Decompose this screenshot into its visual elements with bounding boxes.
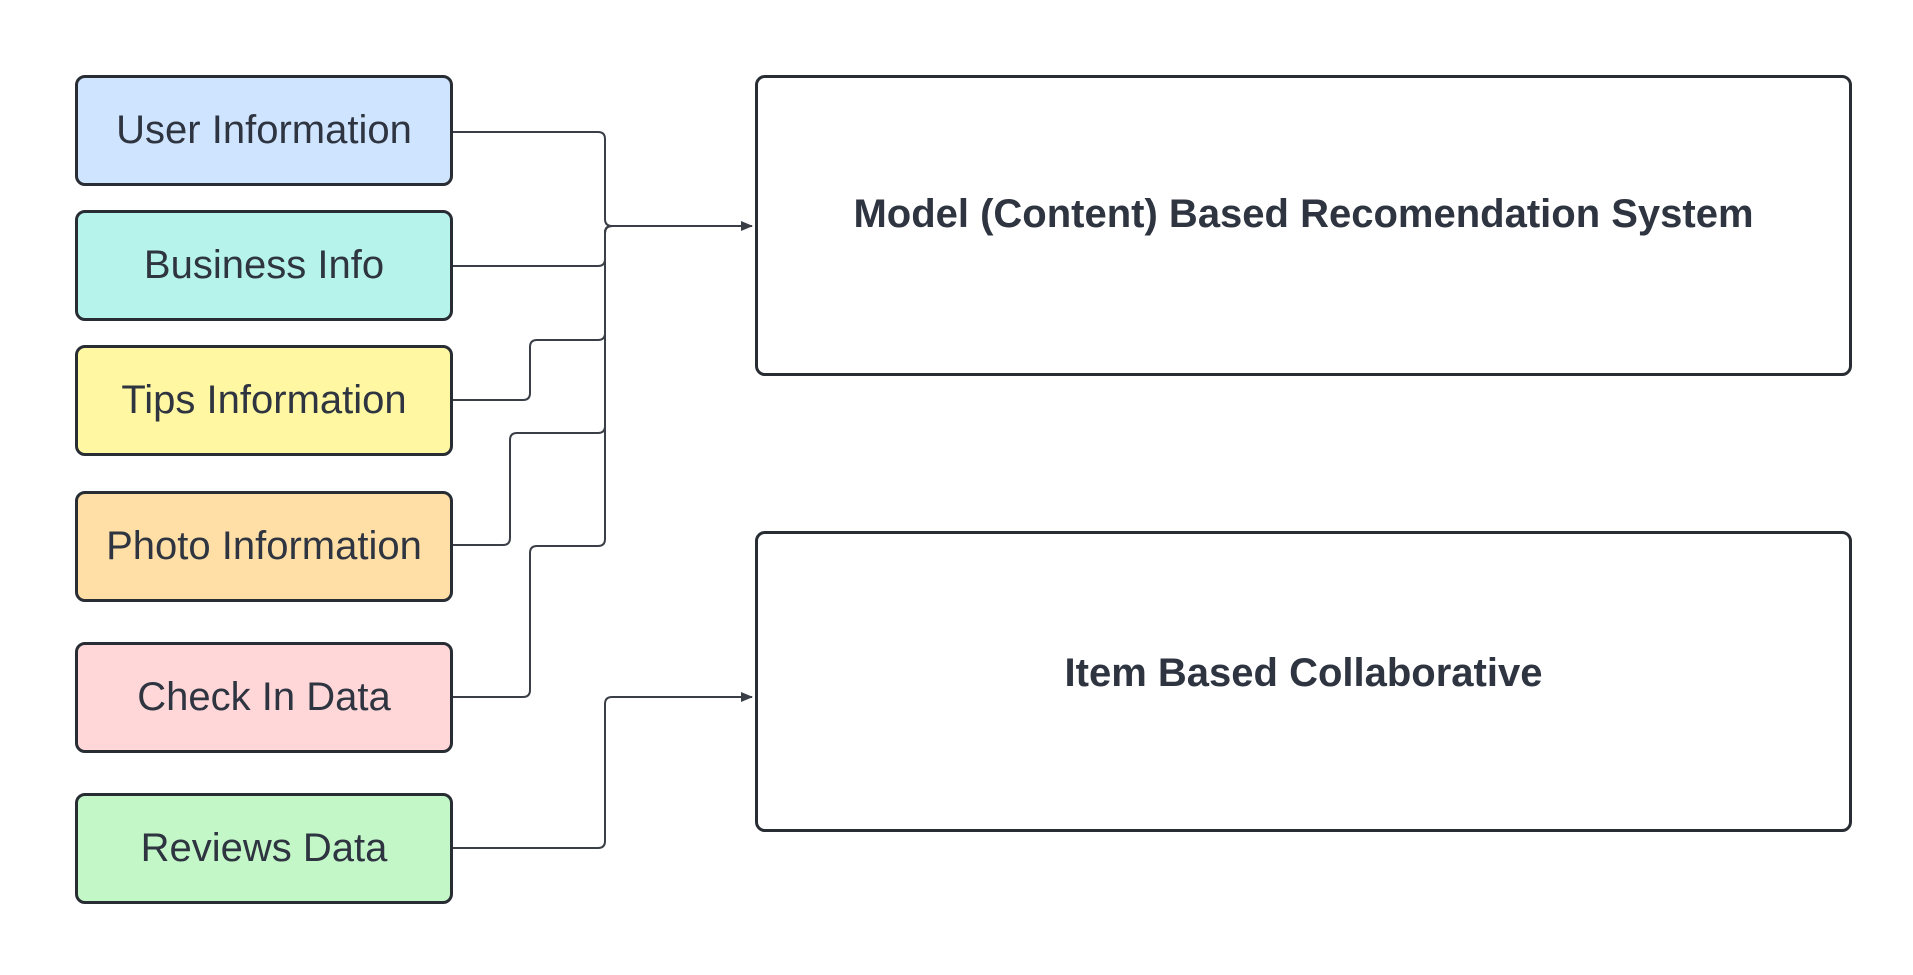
node-item-based-collaborative: Item Based Collaborative	[755, 531, 1852, 832]
node-tips-information: Tips Information	[75, 345, 453, 456]
node-label: Photo Information	[106, 524, 422, 568]
connector-reviews-to-item	[453, 692, 753, 849]
node-label: Reviews Data	[140, 826, 388, 870]
connector-checkin-to-model	[453, 225, 613, 698]
node-check-in-data: Check In Data	[75, 642, 453, 753]
connector-tips-to-model	[453, 225, 613, 401]
node-reviews-data: Reviews Data	[75, 793, 453, 904]
connector-user-to-model	[453, 131, 743, 227]
node-label: User Information	[116, 108, 412, 152]
connector-business-to-model	[453, 225, 613, 267]
node-photo-information: Photo Information	[75, 491, 453, 602]
node-label: Model (Content) Based Recomendation Syst…	[853, 192, 1754, 236]
node-label: Business Info	[143, 243, 385, 287]
node-label: Item Based Collaborative	[1064, 651, 1543, 695]
node-user-information: User Information	[75, 75, 453, 186]
node-label: Tips Information	[121, 378, 407, 422]
node-model-content-based-system: Model (Content) Based Recomendation Syst…	[755, 75, 1852, 376]
node-label: Check In Data	[137, 675, 391, 719]
connector-photo-to-model	[453, 225, 613, 546]
node-business-info: Business Info	[75, 210, 453, 321]
